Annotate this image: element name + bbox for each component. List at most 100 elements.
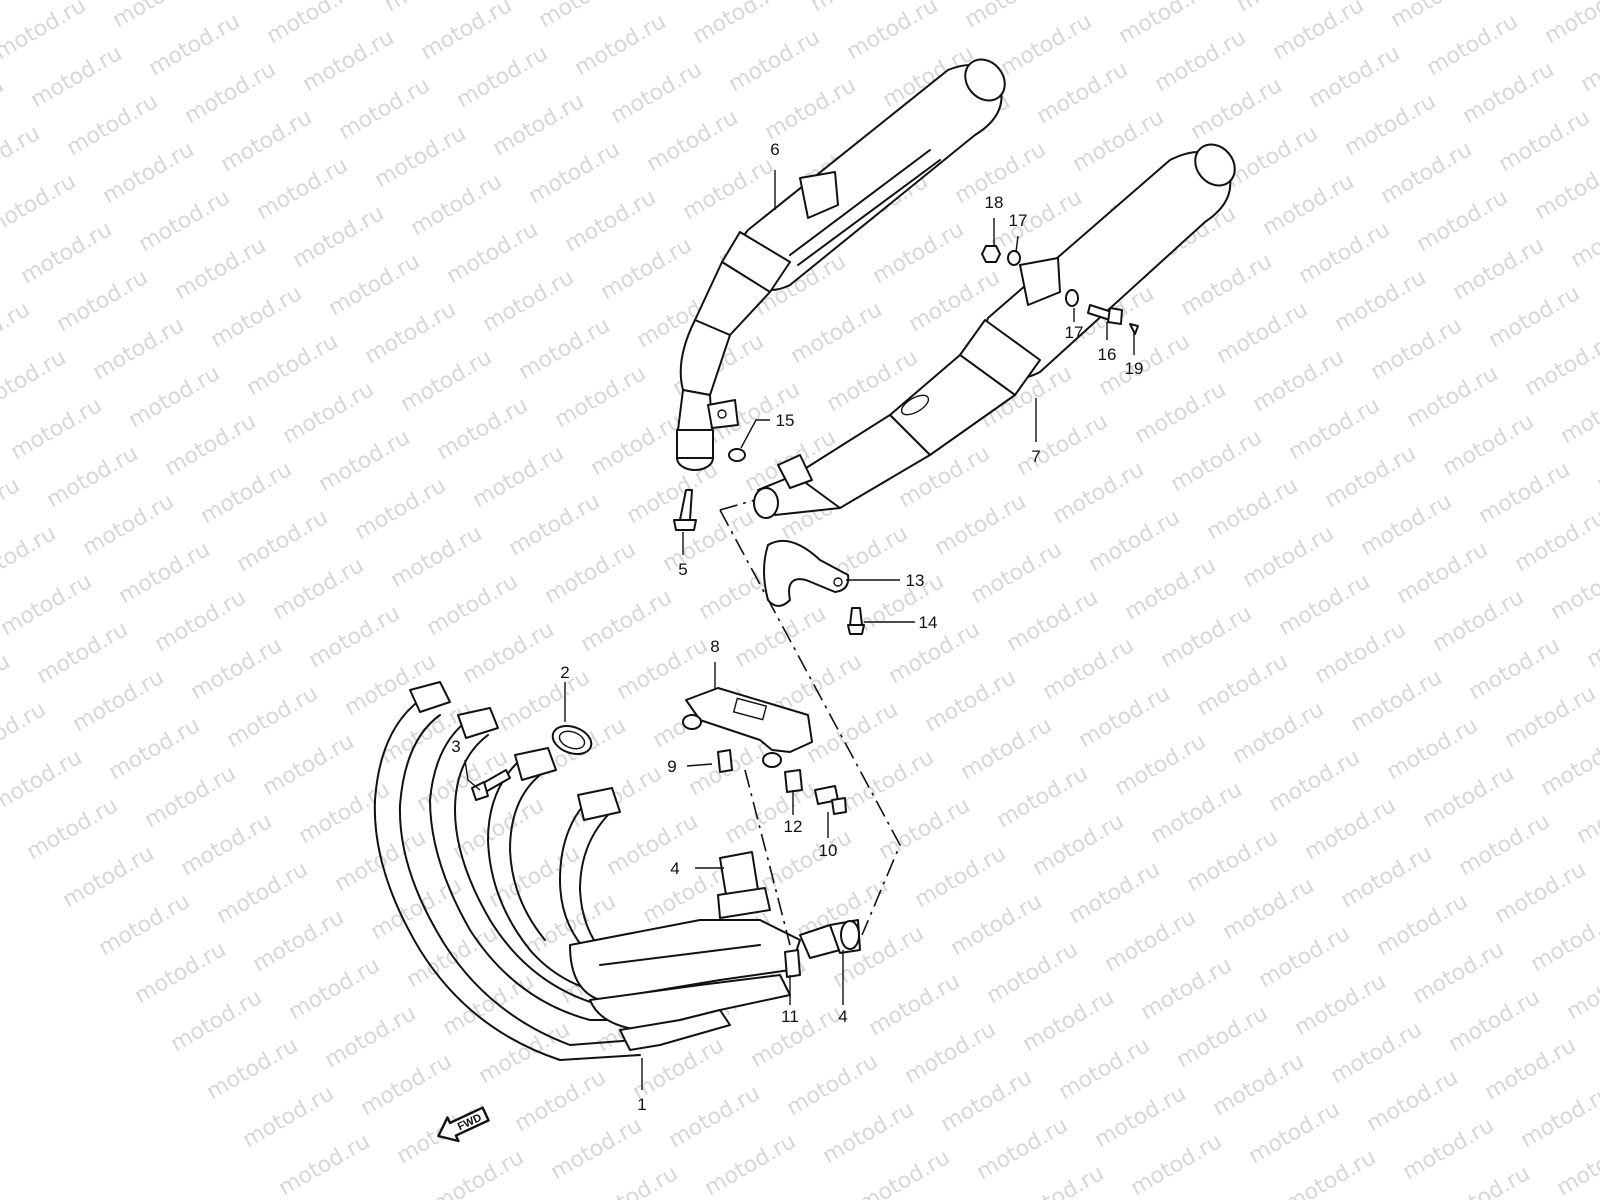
callout-13: 13 [906,571,925,590]
watermark-text: motod.ru [95,889,195,961]
watermark-text: motod.ru [937,1065,1037,1137]
watermark-text: motod.ru [99,137,199,209]
watermark-text: motod.ru [0,345,70,417]
watermark-text: motod.ru [1429,585,1529,657]
watermark-text: motod.ru [1245,1097,1345,1169]
watermark-text: motod.ru [1465,633,1565,705]
washer-17-lower [1065,289,1079,307]
watermark-text: motod.ru [1121,553,1221,625]
watermark-text: motod.ru [351,473,451,545]
watermark-text: motod.ru [865,969,965,1041]
watermark-text: motod.ru [289,201,389,273]
watermark-text: motod.ru [613,633,713,705]
watermark-text: motod.ru [1019,985,1119,1057]
watermark-text: motod.ru [1557,377,1600,449]
watermark-text: motod.ru [1341,89,1441,161]
watermark-text: motod.ru [17,217,117,289]
watermark-text: motod.ru [561,185,661,257]
watermark-text: motod.ru [535,0,635,33]
watermark-text: motod.ru [1075,681,1175,753]
watermark-text: motod.ru [1573,777,1600,849]
watermark-text: motod.ru [1321,441,1421,513]
watermark-text: motod.ru [69,665,169,737]
washer-17-upper [1007,250,1021,266]
watermark-text: motod.ru [623,457,723,529]
watermark-text: motod.ru [1409,937,1509,1009]
watermark-text: motod.ru [223,681,323,753]
watermark-text: motod.ru [1481,1033,1581,1105]
watermark-text: motod.ru [1501,681,1600,753]
watermark-text: motod.ru [855,1145,955,1200]
watermark-text: motod.ru [295,777,395,849]
watermark-text: motod.ru [665,1081,765,1153]
watermark-text: motod.ru [1291,969,1391,1041]
watermark-text: motod.ru [429,1145,529,1200]
watermark-text: motod.ru [1193,649,1293,721]
watermark-text: motod.ru [725,25,825,97]
watermark-text: motod.ru [23,793,123,865]
bracket-8 [682,687,813,768]
watermark-text: motod.ru [53,265,153,337]
watermark-text: motod.ru [43,441,143,513]
watermark-text: motod.ru [511,1065,611,1137]
watermark-text: motod.ru [171,233,271,305]
callout-7: 7 [1031,447,1040,466]
assembly-lines [719,499,901,946]
watermark-text: motod.ru [983,937,1083,1009]
watermark-text: motod.ru [1327,1017,1427,1089]
watermark-text: motod.ru [489,89,589,161]
callout-6: 6 [770,140,779,159]
watermark-text: motod.ru [1347,665,1447,737]
callout-16: 16 [1098,345,1117,364]
watermark-text: motod.ru [197,457,297,529]
watermark-text: motod.ru [1419,761,1519,833]
watermark-text: motod.ru [59,841,159,913]
watermark-text: motod.ru [1495,105,1595,177]
watermark-text: motod.ru [679,153,779,225]
watermark-text: motod.ru [0,0,90,65]
watermark-text: motod.ru [571,9,671,81]
watermark-text: motod.ru [997,9,1097,81]
watermark-text: motod.ru [387,521,487,593]
watermark-text: motod.ru [993,761,1093,833]
watermark-text: motod.ru [1055,1033,1155,1105]
watermark-text: motod.ru [1413,185,1513,257]
watermark-text: motod.ru [1147,777,1247,849]
callout-17-lower: 17 [1065,323,1084,342]
watermark-text: motod.ru [407,169,507,241]
watermark-text: motod.ru [233,505,333,577]
watermark-text: motod.ru [961,0,1061,33]
watermark-text: motod.ru [315,425,415,497]
muffler-hardware [673,245,1139,635]
watermark-text: motod.ru [1219,873,1319,945]
watermark-text: motod.ru [1439,409,1539,481]
watermark-text: motod.ru [1281,1145,1381,1200]
watermark-text: motod.ru [27,41,127,113]
watermark-text: motod.ru [1377,137,1477,209]
watermark-text: motod.ru [731,601,831,673]
watermark-text: motod.ru [33,617,133,689]
watermark-text: motod.ru [0,169,80,241]
watermark-text: motod.ru [397,345,497,417]
watermark-text: motod.ru [911,841,1011,913]
callout-18: 18 [985,193,1004,212]
callout-12: 12 [784,817,803,836]
watermark-text: motod.ru [285,953,385,1025]
watermark-text: motod.ru [253,153,353,225]
bracket-13 [763,540,850,607]
watermark-text: motod.ru [181,57,281,129]
watermark-text: motod.ru [63,89,163,161]
watermark-text: motod.ru [787,297,887,369]
watermark-text: motod.ru [459,617,559,689]
watermark-text: motod.ru [453,41,553,113]
callout-3: 3 [451,737,460,756]
watermark-text: motod.ru [249,905,349,977]
watermark-text: motod.ru [1399,1113,1499,1185]
watermark-text: motod.ru [1449,233,1549,305]
watermark-text: motod.ru [203,1033,303,1105]
watermark-text: motod.ru [597,233,697,305]
watermark-text: motod.ru [515,313,615,385]
watermark-text: motod.ru [1285,393,1385,465]
watermark-text: motod.ru [1393,537,1493,609]
watermark-text: motod.ru [1095,329,1195,401]
